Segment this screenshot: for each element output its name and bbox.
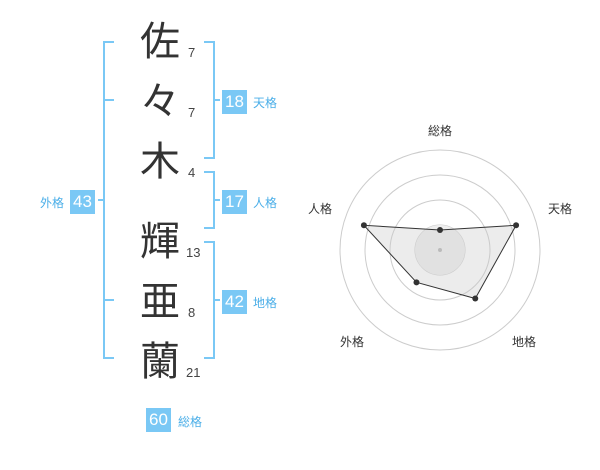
stroke-count-3: 4 (188, 165, 196, 180)
radar-ring (339, 149, 541, 351)
jinkaku-label: 人格 (253, 196, 278, 210)
stroke-count-5: 8 (188, 305, 196, 320)
gaikaku-badge: 43 (70, 190, 95, 214)
stroke-count-1: 7 (188, 45, 196, 60)
gaikaku-label: 外格 (40, 196, 65, 210)
stroke-count-2: 7 (188, 105, 196, 120)
radar-polygon (362, 224, 517, 300)
stroke-count-4: 13 (186, 245, 201, 260)
chikaku-label: 地格 (253, 296, 278, 310)
chikaku-badge: 42 (222, 290, 247, 314)
jinkaku-badge: 17 (222, 190, 247, 214)
stroke-count-6: 21 (186, 365, 201, 380)
radar-point-4 (413, 279, 420, 286)
name-char-1: 佐 (140, 19, 180, 65)
radar-point-3 (472, 295, 479, 302)
radar-ring (364, 174, 516, 326)
radar-point-1 (437, 227, 443, 233)
radar-point-2 (513, 222, 520, 229)
radar-axis-label-soukaku: 総格 (428, 124, 453, 138)
radar-axis-label-jinkaku: 人格 (308, 202, 333, 216)
tenkaku-badge: 18 (222, 90, 247, 114)
name-char-3: 木 (140, 139, 180, 185)
name-char-2: 々 (140, 79, 180, 125)
radar-axis-label-tenkaku: 天格 (548, 202, 573, 216)
tenkaku-label: 天格 (253, 96, 278, 110)
radar-axis-label-gaikaku: 外格 (340, 335, 365, 349)
name-char-5: 亜 (140, 279, 180, 325)
radar-point-5 (360, 222, 367, 229)
radar-axis-label-chikaku: 地格 (512, 335, 537, 349)
radar-ring (389, 199, 491, 301)
soukaku-label: 総格 (178, 415, 203, 429)
name-char-4: 輝 (140, 219, 180, 265)
name-char-6: 蘭 (140, 339, 180, 385)
soukaku-badge: 60 (146, 408, 171, 432)
radar-center (438, 248, 442, 252)
